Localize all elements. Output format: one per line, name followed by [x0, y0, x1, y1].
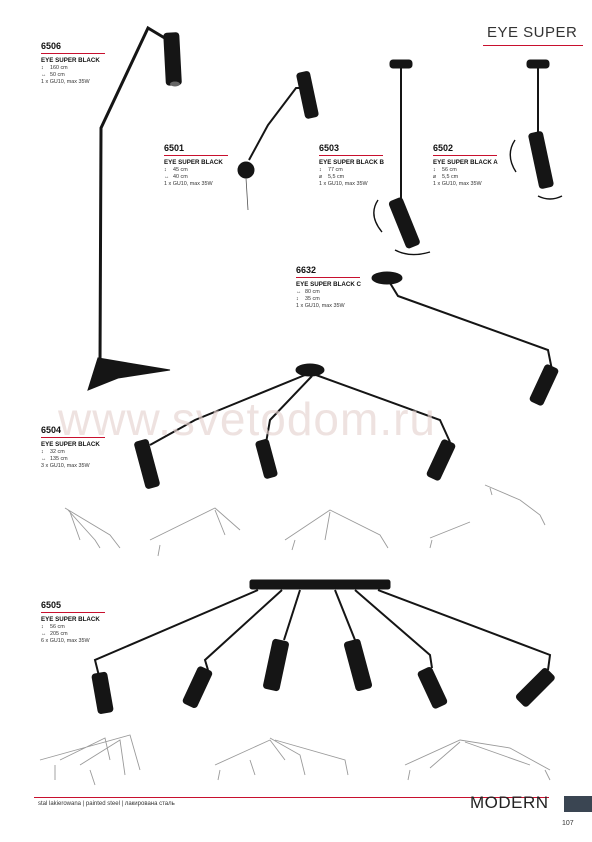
product-code: 6505: [41, 600, 62, 610]
product-6503: 6503 EYE SUPER BLACK B ↕ 77 cm ⌀ 5,5 cm 1 …: [319, 143, 384, 188]
spec-value: 32 cm: [50, 449, 65, 455]
height-arrow-icon: ↕: [164, 167, 167, 173]
pendant-6503-image: [388, 59, 420, 249]
page-number: 107: [562, 820, 574, 827]
product-name: EYE SUPER BLACK: [41, 441, 100, 448]
spec-value: 135 cm: [50, 456, 68, 462]
height-arrow-icon: ↕: [319, 167, 322, 173]
product-name: EYE SUPER BLACK B: [319, 159, 384, 166]
height-arrow-icon: ↕: [41, 65, 44, 71]
title-underline: [483, 45, 583, 46]
style-color-bar: [564, 796, 592, 812]
bulb-spec: 1 x GU10, max 35W: [319, 181, 368, 187]
spec-value: 50 cm: [50, 72, 65, 78]
rotation-arrows: [373, 139, 563, 256]
width-arrow-icon: ↔: [41, 72, 47, 78]
ceiling-lamp-6632-image: [371, 271, 559, 406]
product-name: EYE SUPER BLACK: [41, 57, 100, 64]
product-name: EYE SUPER BLACK: [164, 159, 223, 166]
spec-value: 45 cm: [173, 167, 188, 173]
divider: [41, 612, 105, 613]
spec-value: 77 cm: [328, 167, 343, 173]
divider: [41, 437, 105, 438]
bulb-spec: 3 x GU10, max 35W: [41, 463, 90, 469]
height-arrow-icon: ↕: [296, 296, 299, 302]
bulb-spec: 6 x GU10, max 35W: [41, 638, 90, 644]
product-name: EYE SUPER BLACK C: [296, 281, 361, 288]
width-arrow-icon: ↔: [41, 456, 47, 462]
footer-divider: [34, 797, 549, 798]
configuration-sketches: [39, 484, 551, 786]
divider: [319, 155, 383, 156]
spec-value: 205 cm: [50, 631, 68, 637]
product-code: 6632: [296, 265, 317, 275]
product-name: EYE SUPER BLACK: [41, 616, 100, 623]
spec-value: 40 cm: [173, 174, 188, 180]
height-arrow-icon: ↕: [41, 624, 44, 630]
product-6504: 6504 EYE SUPER BLACK ↕ 32 cm ↔135 cm 3 x …: [41, 425, 105, 470]
product-code: 6502: [433, 143, 454, 153]
product-6505: 6505 EYE SUPER BLACK ↕ 56 cm ↔205 cm 6 x …: [41, 600, 105, 645]
product-6501: 6501 EYE SUPER BLACK ↕ 45 cm ↔40 cm 1 x G…: [164, 143, 228, 188]
product-name: EYE SUPER BLACK A: [433, 159, 498, 166]
divider: [433, 155, 497, 156]
style-label: MODERN: [470, 793, 549, 812]
width-arrow-icon: ↔: [296, 289, 302, 295]
series-title: EYE SUPER: [487, 24, 578, 41]
spec-value: 160 cm: [50, 65, 68, 71]
bulb-spec: 1 x GU10, max 35W: [164, 181, 213, 187]
wall-lamp-6501-image: [237, 71, 319, 211]
width-arrow-icon: ↔: [164, 174, 170, 180]
floor-lamp-6506-image: [87, 25, 182, 391]
divider: [296, 277, 360, 278]
divider: [164, 155, 228, 156]
spec-value: 5,5 cm: [328, 174, 345, 180]
material-note: stal lakierowana | painted steel | лакир…: [38, 801, 175, 807]
spec-value: 35 cm: [305, 296, 320, 302]
height-arrow-icon: ↕: [41, 449, 44, 455]
product-code: 6503: [319, 143, 340, 153]
diameter-icon: ⌀: [433, 174, 437, 180]
divider: [41, 53, 105, 54]
spec-value: 56 cm: [50, 624, 65, 630]
ceiling-lamp-6505-image: [91, 579, 555, 714]
width-arrow-icon: ↔: [41, 631, 47, 637]
bulb-spec: 1 x GU10, max 35W: [296, 303, 345, 309]
ceiling-lamp-6504-image: [134, 363, 456, 489]
spec-value: 5,5 cm: [442, 174, 459, 180]
watermark: www.svetodom.ru: [58, 393, 437, 445]
height-arrow-icon: ↕: [433, 167, 436, 173]
product-code: 6504: [41, 425, 62, 435]
bulb-spec: 1 x GU10, max 35W: [433, 181, 482, 187]
spec-value: 80 cm: [305, 289, 320, 295]
pendant-6502-image: [526, 59, 554, 189]
product-code: 6501: [164, 143, 185, 153]
product-6506: 6506 EYE SUPER BLACK ↕ 160 cm ↔50 cm 1 x …: [41, 41, 105, 86]
product-6502: 6502 EYE SUPER BLACK A ↕ 56 cm ⌀ 5,5 cm 1 …: [433, 143, 498, 188]
bulb-spec: 1 x GU10, max 35W: [41, 79, 90, 85]
spec-value: 56 cm: [442, 167, 457, 173]
product-code: 6506: [41, 41, 62, 51]
product-6632: 6632 EYE SUPER BLACK C ↔80 cm ↕ 35 cm 1 x…: [296, 265, 361, 310]
diameter-icon: ⌀: [319, 174, 323, 180]
